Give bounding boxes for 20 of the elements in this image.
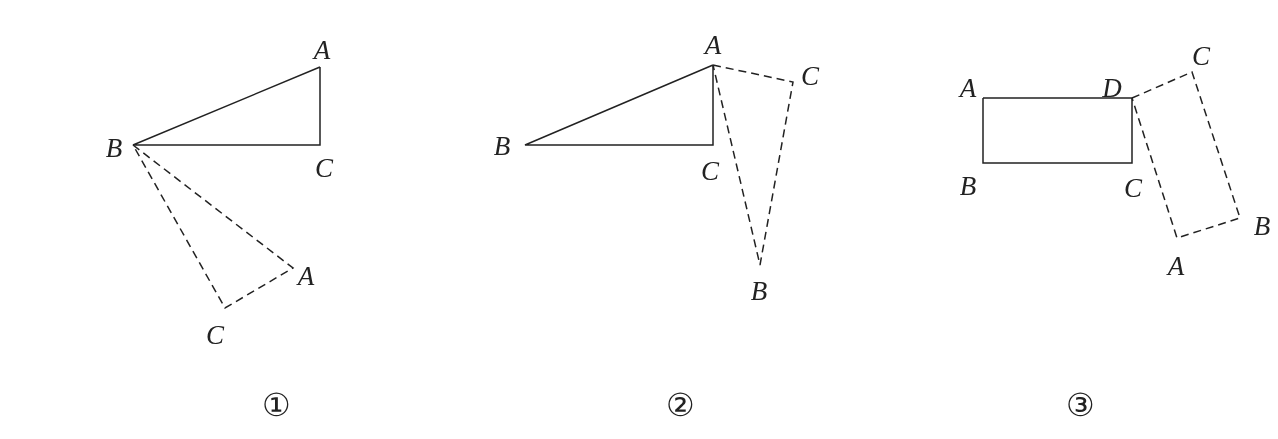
vertex-label: C <box>801 62 819 90</box>
vertex-label: B <box>105 134 123 162</box>
vertex-label: B <box>959 172 977 200</box>
vertex-label: A <box>297 262 315 290</box>
vertex-label: A <box>313 36 331 64</box>
vertex-label: A <box>1167 252 1185 280</box>
vertex-label: C <box>1124 174 1142 202</box>
vertex-label: C <box>206 321 224 349</box>
vertex-label: B <box>750 277 768 305</box>
vertex-label: B <box>493 132 511 160</box>
vertex-label: C <box>315 154 333 182</box>
vertex-label: A <box>704 31 722 59</box>
vertex-label: D <box>1102 74 1122 102</box>
vertex-label: C <box>701 157 719 185</box>
figure-number: ① <box>261 389 291 421</box>
vertex-label: A <box>959 74 977 102</box>
figure-number: ③ <box>1065 389 1095 421</box>
vertex-label: C <box>1192 42 1210 70</box>
figure-number: ② <box>665 389 695 421</box>
vertex-label: B <box>1253 212 1271 240</box>
